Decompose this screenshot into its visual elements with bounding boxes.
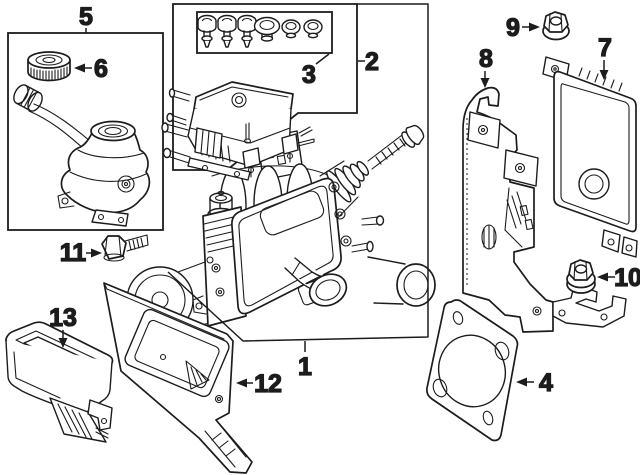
grommet-small [303,19,323,39]
booster-stub-upper [361,216,380,226]
callout-8[interactable]: 8 [478,44,493,73]
callout-3[interactable]: 3 [301,60,316,89]
callout-1[interactable]: 1 [297,352,312,381]
part-11-bolt [101,234,149,262]
callout-6[interactable]: 6 [93,54,108,83]
callout-12[interactable]: 12 [253,369,282,398]
part-6-reservoir-cap [27,51,71,82]
callout-4[interactable]: 4 [538,368,553,397]
part-4-gasket [426,299,519,442]
grommet-medium [281,19,301,39]
callout-13[interactable]: 13 [48,303,77,332]
bracket-arm [552,287,627,328]
part-5-master-cylinder [13,84,151,227]
callout-7[interactable]: 7 [597,33,612,62]
gasket-center-hole [438,334,506,408]
callouts-layer: 5 6 2 3 1 11 13 12 9 7 8 10 4 [48,2,640,398]
grommet-large [253,16,281,42]
callout-2[interactable]: 2 [364,47,379,76]
part-2-reservoir [161,81,299,181]
part-13-duct [5,321,114,443]
reservoir-hose [28,103,91,150]
hose-cap [13,84,43,112]
callout-3-tick [315,53,330,65]
booster-pushrod [367,124,425,170]
module-boss [578,168,610,200]
part-7-control-module [542,56,638,258]
part-12-cover [103,282,253,474]
booster-funnel [284,257,348,307]
booster-stub-lower [351,242,370,253]
part-9-nut [542,11,570,41]
callout-9[interactable]: 9 [505,13,520,42]
part-10-nut [566,259,596,294]
callout-10[interactable]: 10 [613,263,640,292]
callout-1-leader [167,3,429,342]
booster-front-plate [231,177,352,315]
booster-pushrod-boot [326,160,370,203]
duct-flap [49,397,107,443]
callout-5[interactable]: 5 [78,2,93,31]
bleeder-valve [197,14,217,48]
booster-hose-port [367,256,436,307]
callout-11[interactable]: 11 [59,238,87,267]
reservoir-bracket [162,112,251,181]
part-3-valve-grommet-kit [197,14,323,48]
part-8-bracket [462,86,627,333]
